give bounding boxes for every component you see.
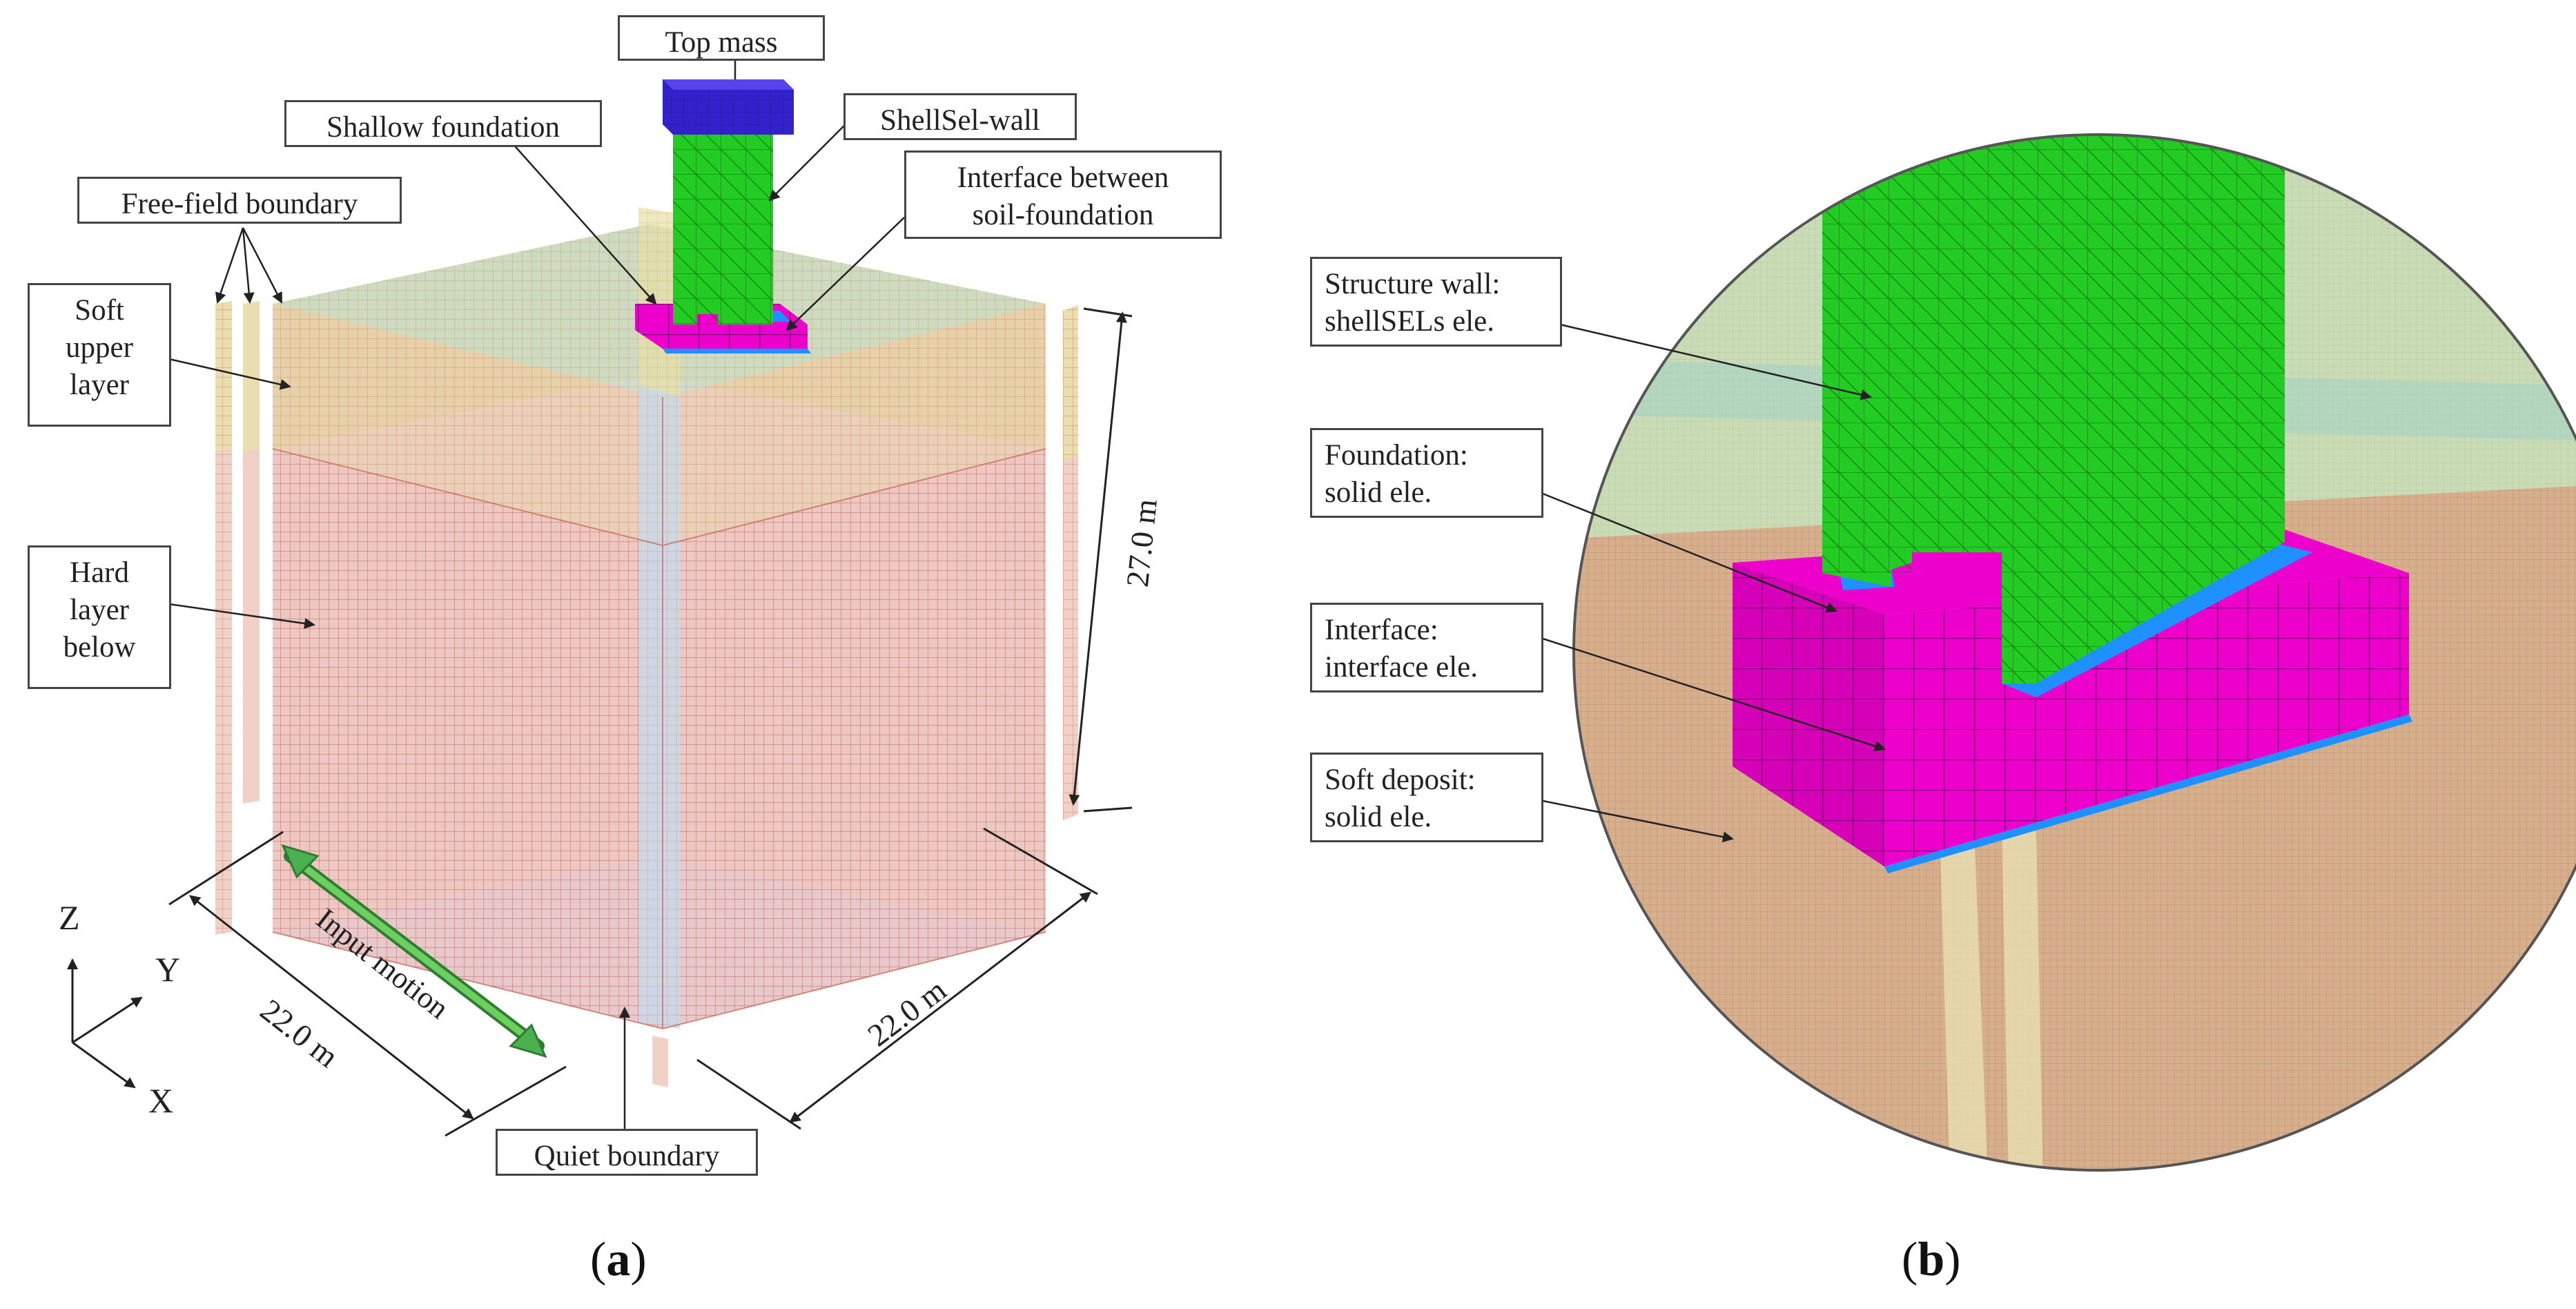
callout-soft-upper-layer: Soft upper layer [28, 283, 171, 427]
panel-b-label-open: ( [1902, 1233, 1918, 1286]
callout-soft-deposit-line2: solid ele. [1325, 800, 1432, 833]
callout-wall-line2: shellSELs ele. [1325, 304, 1495, 338]
zoom-view [1574, 135, 2576, 1170]
axis-y-label: Y [155, 950, 181, 989]
callout-soft-deposit-line1: Soft deposit: [1325, 764, 1476, 796]
axis-z-label: Z [59, 898, 80, 937]
panel-a-label-open: ( [590, 1233, 607, 1286]
callout-soft-line2: upper [66, 331, 133, 364]
callout-foundation-line2: solid ele. [1325, 476, 1432, 509]
axis-x-label: X [148, 1081, 174, 1120]
callout-interface-ele-line1: Interface: [1325, 614, 1438, 646]
zoom-interface-strip [1884, 715, 2412, 873]
panel-a-label: (a) [590, 1232, 647, 1288]
callout-top-mass: Top mass [618, 15, 825, 61]
callout-quiet-boundary-text: Quiet boundary [534, 1140, 720, 1172]
callout-foundation-line1: Foundation: [1325, 439, 1468, 472]
input-motion-arrow [281, 844, 547, 1058]
callout-hard-line3: below [63, 630, 136, 663]
callout-soft-line3: layer [70, 368, 129, 401]
panel-b-label-close: ) [1944, 1233, 1961, 1286]
callout-top-mass-text: Top mass [665, 26, 778, 59]
callout-hard-line1: Hard [70, 556, 129, 589]
panel-a-label-close: ) [630, 1233, 647, 1286]
axis-triad [67, 958, 143, 1089]
callout-interface-ele-line2: interface ele. [1325, 650, 1478, 683]
structure-model [635, 79, 811, 353]
callout-free-field-text: Free-field boundary [121, 188, 358, 220]
panel-b-label-letter: b [1918, 1233, 1945, 1286]
callout-free-field: Free-field boundary [77, 177, 402, 224]
callout-hard-layer: Hard layer below [28, 545, 171, 689]
callout-shallow-foundation: Shallow foundation [284, 100, 602, 147]
callout-shellsel-wall: ShellSel-wall [843, 93, 1077, 140]
panel-b-leaders [1542, 323, 1886, 843]
interface-strip [663, 349, 811, 353]
dimension-lines [168, 307, 1133, 1137]
panel-a-leaders [168, 57, 905, 1129]
callout-interface-ele: Interface: interface ele. [1310, 603, 1543, 692]
callout-hard-line2: layer [70, 593, 129, 626]
callout-wall-line1: Structure wall: [1325, 268, 1501, 300]
callout-soft-deposit: Soft deposit: solid ele. [1310, 753, 1543, 842]
panel-a-label-letter: a [606, 1233, 631, 1286]
callout-structure-wall: Structure wall: shellSELs ele. [1310, 257, 1562, 347]
callout-interface-line1: Interface between [957, 162, 1169, 194]
callout-foundation: Foundation: solid ele. [1310, 428, 1543, 518]
callout-shellsel-wall-text: ShellSel-wall [880, 104, 1040, 137]
callout-shallow-foundation-text: Shallow foundation [326, 111, 560, 144]
zoom-ellipse-outline [1572, 133, 2576, 1172]
panel-b-label: (b) [1902, 1232, 1961, 1288]
callout-interface-line2: soil-foundation [972, 198, 1154, 231]
callout-interface: Interface between soil-foundation [904, 151, 1222, 239]
callout-soft-line1: Soft [75, 294, 124, 327]
soil-box-model [215, 207, 1078, 1087]
callout-quiet-boundary: Quiet boundary [496, 1129, 758, 1176]
